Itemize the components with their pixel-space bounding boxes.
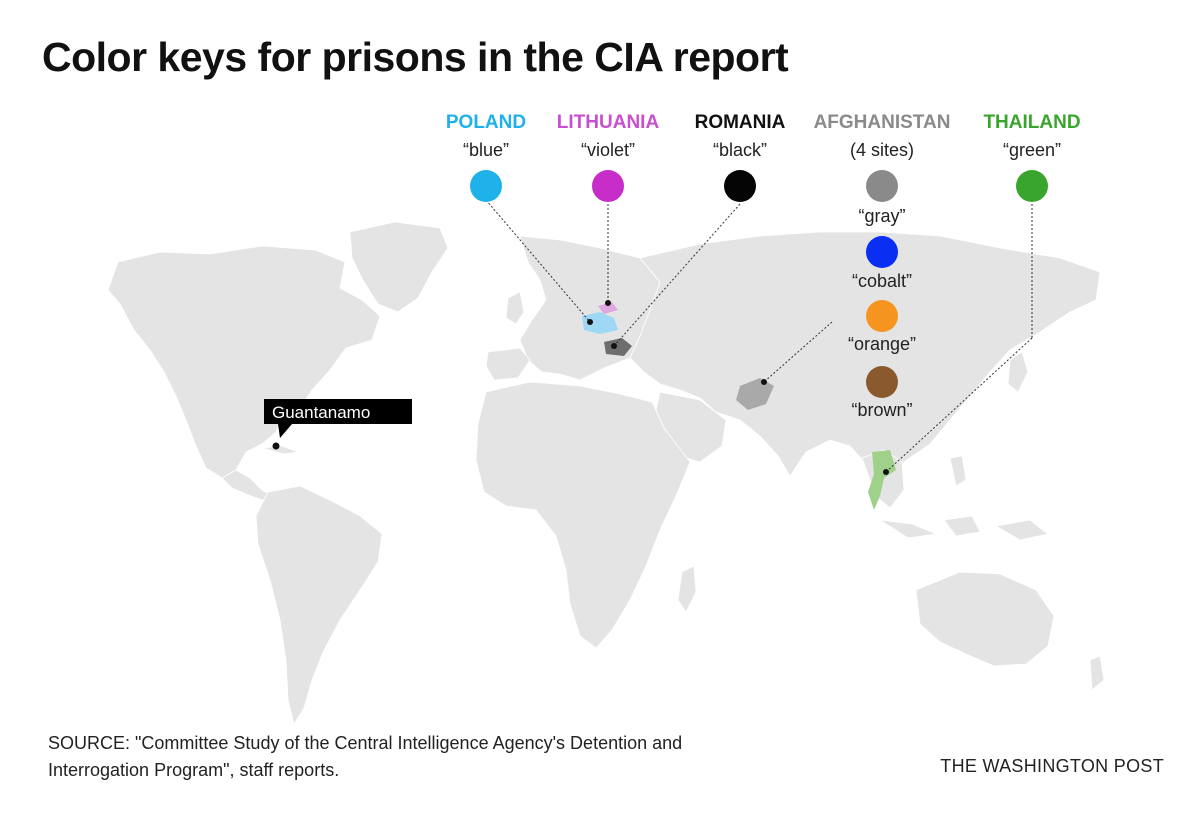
callout-label: Guantanamo (272, 403, 370, 422)
thailand-dot (883, 469, 889, 475)
violet-swatch (592, 170, 624, 202)
location-dots (272, 300, 889, 475)
thailand-name: THAILAND (983, 112, 1080, 133)
landmasses (107, 221, 1105, 726)
brown-code: “brown” (851, 400, 912, 420)
romania-code: “black” (713, 140, 767, 160)
indonesia-1 (879, 519, 938, 539)
iberia (485, 347, 531, 381)
cobalt-swatch (866, 236, 898, 268)
romania-dot (611, 343, 617, 349)
thailand-code: “green” (1003, 140, 1061, 160)
lithuania-shape (598, 302, 618, 314)
cuba (261, 445, 299, 455)
romania-name: ROMANIA (695, 112, 786, 133)
page-title: Color keys for prisons in the CIA report (42, 34, 789, 80)
green-swatch (1016, 170, 1048, 202)
lithuania-dot (605, 300, 611, 306)
new-guinea (994, 519, 1049, 541)
philippines (949, 455, 967, 487)
publisher-credit: THE WASHINGTON POST (940, 756, 1164, 776)
poland-name: POLAND (446, 112, 526, 133)
afghanistan-subtitle: (4 sites) (850, 140, 914, 160)
afghanistan-leader (763, 321, 833, 383)
south-america (255, 485, 383, 726)
japan (1007, 351, 1029, 393)
guantanamo-dot (272, 442, 280, 450)
brown-swatch (866, 366, 898, 398)
orange-swatch (866, 300, 898, 332)
north-america (107, 245, 381, 479)
thailand-shape (868, 450, 896, 510)
black-swatch (724, 170, 756, 202)
indonesia-2 (943, 515, 981, 537)
afghanistan-dot (761, 379, 767, 385)
callout-box (264, 399, 412, 424)
poland-dot (587, 319, 593, 325)
blue-swatch (470, 170, 502, 202)
new-zealand (1089, 655, 1105, 691)
gray-swatch (866, 170, 898, 202)
romania-shape (604, 338, 632, 356)
madagascar (677, 565, 697, 613)
poland-leader (485, 199, 591, 323)
africa (475, 381, 691, 649)
orange-code: “orange” (848, 334, 916, 354)
lithuania-name: LITHUANIA (557, 112, 660, 133)
legend: POLAND “blue” LITHUANIA “violet” ROMANIA… (446, 112, 1081, 420)
afghanistan-shape (736, 378, 774, 410)
central-america (221, 469, 273, 501)
gray-code: “gray” (858, 206, 905, 226)
britain (505, 291, 525, 325)
guantanamo-callout: Guantanamo (264, 399, 412, 438)
australia (915, 571, 1055, 667)
lithuania-code: “violet” (581, 140, 635, 160)
source-note: SOURCE: "Committee Study of the Central … (48, 733, 683, 780)
greenland (349, 221, 449, 313)
leader-lines (485, 199, 1033, 473)
poland-code: “blue” (463, 140, 509, 160)
callout-pointer (278, 424, 292, 438)
poland-shape (582, 312, 618, 334)
thailand-leader-2 (885, 337, 1033, 473)
cobalt-code: “cobalt” (852, 271, 912, 291)
afghanistan-name: AFGHANISTAN (814, 112, 951, 133)
